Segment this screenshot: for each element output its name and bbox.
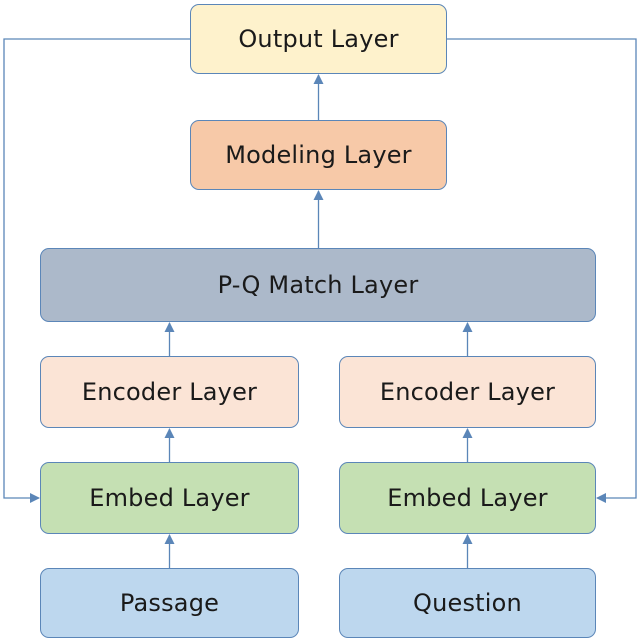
passage-label: Passage bbox=[119, 589, 220, 617]
output-layer-label: Output Layer bbox=[238, 25, 399, 53]
encoder-layer-right-box: Encoder Layer bbox=[339, 356, 596, 428]
output-layer-box: Output Layer bbox=[190, 4, 447, 74]
edge-output-to-embed-left bbox=[3, 38, 190, 503]
modeling-layer-box: Modeling Layer bbox=[190, 120, 447, 190]
pq-match-layer-label: P-Q Match Layer bbox=[217, 271, 419, 299]
question-input-box: Question bbox=[339, 568, 596, 638]
modeling-layer-label: Modeling Layer bbox=[225, 141, 412, 169]
encoder-layer-left-label: Encoder Layer bbox=[81, 378, 258, 406]
embed-layer-left-label: Embed Layer bbox=[89, 484, 250, 512]
question-label: Question bbox=[413, 589, 522, 617]
encoder-layer-right-label: Encoder Layer bbox=[379, 378, 556, 406]
embed-layer-left-box: Embed Layer bbox=[40, 462, 299, 534]
encoder-layer-left-box: Encoder Layer bbox=[40, 356, 299, 428]
passage-input-box: Passage bbox=[40, 568, 299, 638]
pq-match-layer-box: P-Q Match Layer bbox=[40, 248, 596, 322]
embed-layer-right-box: Embed Layer bbox=[339, 462, 596, 534]
edge-output-to-embed-right bbox=[447, 38, 637, 503]
embed-layer-right-label: Embed Layer bbox=[387, 484, 548, 512]
edge-group bbox=[3, 38, 637, 568]
